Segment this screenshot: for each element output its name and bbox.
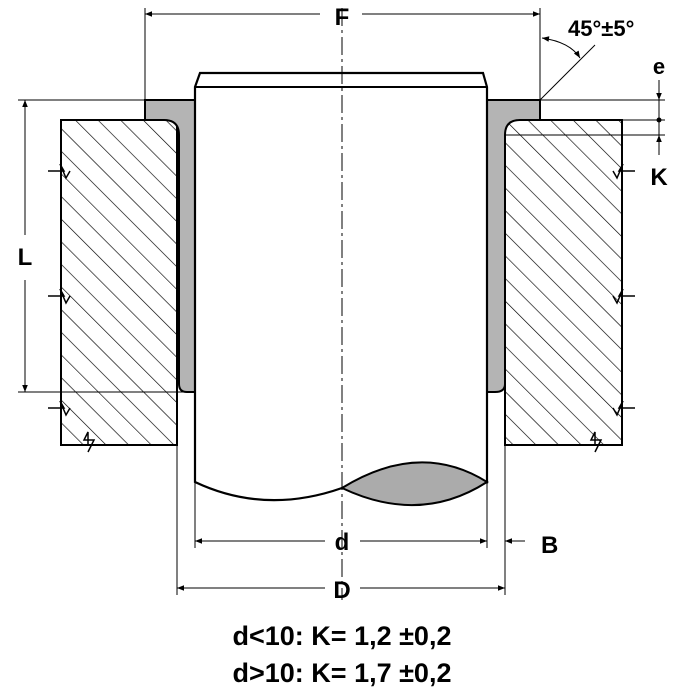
label-d: d bbox=[335, 529, 350, 556]
label-e: e bbox=[653, 54, 665, 79]
label-angle: 45°±5° bbox=[568, 16, 634, 41]
label-B: B bbox=[541, 532, 558, 559]
left-housing-block bbox=[60, 119, 178, 446]
label-K: K bbox=[650, 164, 668, 191]
note-large-d: d>10: K= 1,7 ±0,2 bbox=[233, 658, 452, 688]
pin bbox=[193, 71, 489, 502]
label-L: L bbox=[18, 244, 33, 271]
right-bushing bbox=[486, 99, 541, 393]
right-housing-block bbox=[504, 119, 623, 446]
label-D: D bbox=[333, 577, 350, 604]
break-marks bbox=[48, 163, 635, 453]
note-small-d: d<10: K= 1,2 ±0,2 bbox=[233, 621, 452, 651]
label-F: F bbox=[335, 4, 350, 31]
